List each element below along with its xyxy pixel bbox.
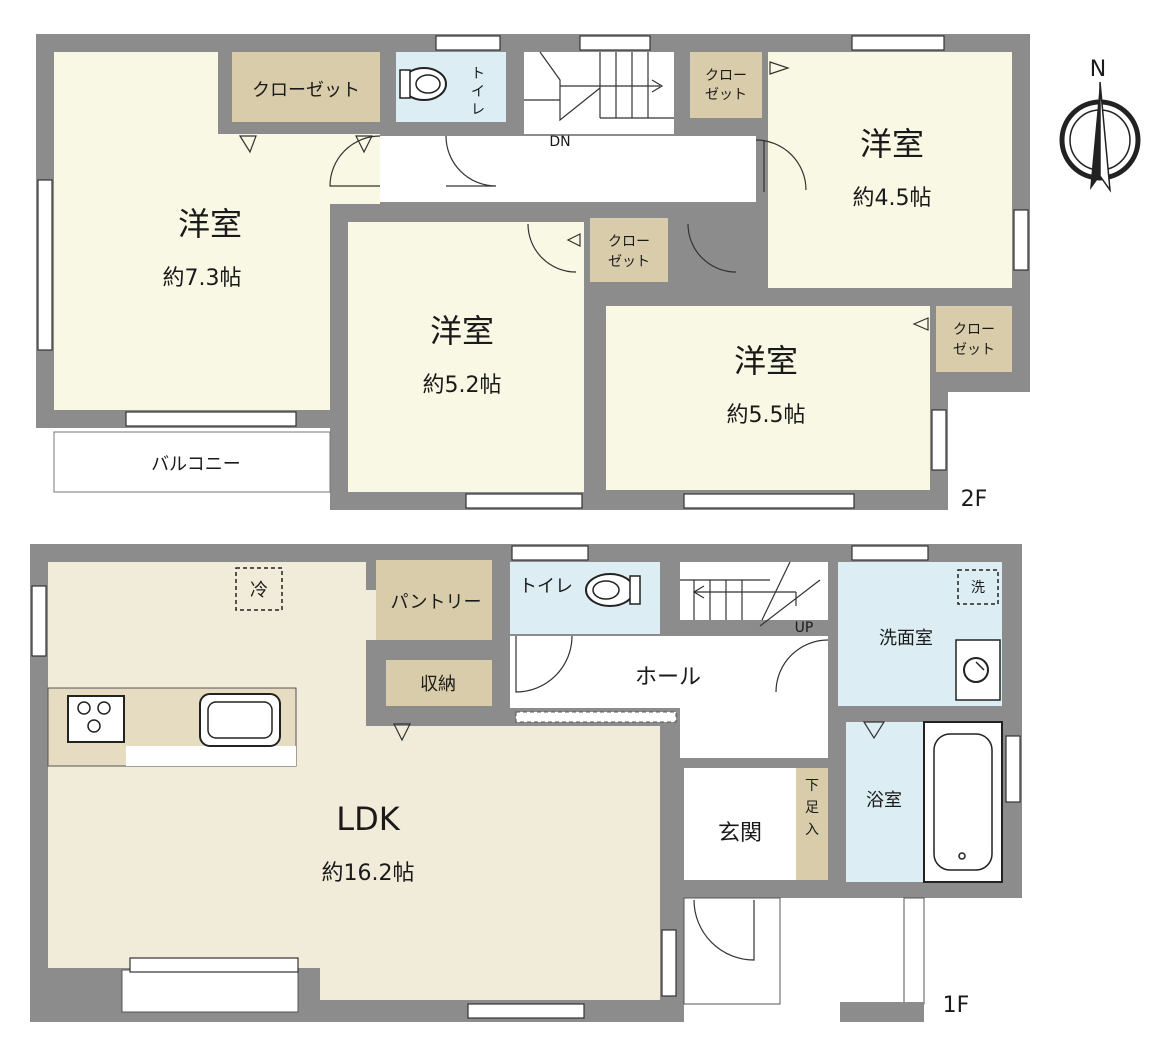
counter-gap: [126, 746, 296, 766]
doors-1f: [393, 635, 886, 961]
closet-a-line1: クロー: [705, 68, 747, 84]
hall-room: [510, 636, 828, 708]
stairs-up-label: UP: [795, 620, 814, 636]
bathtub-icon: [923, 721, 1003, 883]
west-bedroom-size: 約7.3帖: [163, 266, 242, 291]
washbasin-icon: [955, 639, 1001, 701]
pantry-room: [376, 560, 492, 640]
hall-lower: [680, 706, 828, 758]
window: [465, 493, 583, 509]
window: [511, 545, 589, 561]
sink-icon: [199, 693, 281, 747]
closet-b-room: [590, 218, 668, 282]
storage-label: 収納: [420, 674, 456, 695]
shoe-storage-char2: 足: [805, 800, 819, 816]
window: [851, 545, 929, 561]
floor-2: 洋室 約7.3帖 洋室 約5.2帖 洋室 約4.5帖 洋室 約5.5帖 クローゼ…: [36, 34, 1030, 512]
shoe-storage-room: [796, 768, 828, 880]
doors-2f: [238, 61, 929, 331]
closet-c-room: [936, 306, 1012, 372]
closet-big-label: クローゼット: [252, 80, 360, 101]
washroom-label: 洗面室: [879, 628, 933, 649]
pantry-label: パントリー: [391, 592, 482, 613]
shoe-storage-char3: 入: [805, 822, 819, 838]
balcony-label: バルコニー: [151, 454, 241, 475]
center-bedroom-room: [348, 222, 584, 492]
entrance-room: [684, 768, 796, 880]
east-bedroom-room: [606, 306, 930, 490]
window: [579, 35, 651, 51]
window: [31, 585, 47, 657]
corridor-2f: [380, 136, 756, 202]
fridge-slot: [235, 567, 283, 611]
west-bedroom-room: [54, 52, 380, 410]
closet-a-line2: ゼット: [705, 87, 747, 103]
center-bedroom-size: 約5.2帖: [423, 373, 502, 398]
compass-n-label: N: [1090, 57, 1106, 82]
ne-bedroom-room: [768, 52, 1012, 288]
storage-room: [386, 660, 492, 706]
closet-a-room: [690, 52, 762, 118]
window: [129, 957, 299, 973]
stove-icon: [67, 695, 125, 743]
ne-bedroom-size: 約4.5帖: [853, 186, 932, 211]
washer-slot: [957, 569, 999, 605]
ldk-room: [48, 562, 660, 1000]
floor2-label: 2F: [961, 487, 988, 512]
floor2-notch: [948, 392, 1030, 510]
toilet-2f-char1: ト: [471, 66, 485, 82]
bay-step: [121, 969, 299, 1013]
window: [683, 493, 855, 509]
window: [125, 411, 297, 427]
ldk-name: LDK: [336, 800, 400, 838]
window: [1013, 209, 1029, 271]
entrance-label: 玄関: [718, 821, 762, 846]
floor2-notch-wall: [930, 372, 1030, 392]
compass-icon: N: [1059, 57, 1141, 193]
east-bedroom-size: 約5.5帖: [727, 403, 806, 428]
floor1-label: 1F: [943, 993, 970, 1018]
stairs-treads-1f: [680, 561, 821, 627]
window: [661, 929, 677, 997]
stairs-1f-room: [680, 562, 828, 620]
window: [1005, 735, 1021, 803]
closet-b-line2: ゼット: [608, 254, 650, 270]
toilet-1f-icon: [585, 573, 641, 607]
hall-label: ホール: [635, 665, 701, 690]
toilet-2f-char3: レ: [471, 102, 485, 118]
closet-c-line1: クロー: [953, 322, 995, 338]
window: [37, 179, 53, 351]
porch-post: [903, 897, 925, 1005]
stairs-dn-label: DN: [549, 134, 570, 150]
washer-label: 洗: [971, 580, 985, 596]
closet-big-room: [232, 52, 380, 122]
porch-wall: [840, 1002, 924, 1022]
west-bedroom-name: 洋室: [178, 205, 242, 243]
toilet-1f-label: トイレ: [519, 576, 573, 597]
hall-step: [515, 711, 677, 723]
window: [851, 35, 945, 51]
shoe-storage-char1: 下: [805, 778, 819, 794]
window: [435, 35, 501, 51]
toilet-2f-icon: [399, 67, 447, 101]
ldk-size: 約16.2帖: [322, 861, 415, 886]
stairs-2f-room: [524, 52, 674, 134]
toilet-2f-char2: イ: [471, 84, 485, 100]
bathroom-label: 浴室: [866, 790, 902, 811]
floor-1: LDK 約16.2帖 冷 パントリー 収納 トイレ UP ホール 洗面室 洗 浴…: [30, 544, 1022, 1022]
porch-step: [683, 897, 781, 1005]
ne-bedroom-name: 洋室: [860, 125, 924, 163]
center-bedroom-name: 洋室: [430, 312, 494, 350]
closet-c-line2: ゼット: [953, 342, 995, 358]
closet-b-line1: クロー: [608, 234, 650, 250]
balcony-rail: [53, 431, 331, 493]
window: [931, 409, 947, 471]
fridge-label: 冷: [250, 580, 268, 601]
window: [467, 1003, 585, 1019]
east-bedroom-name: 洋室: [734, 342, 798, 380]
stairs-treads-2f: [524, 51, 674, 122]
